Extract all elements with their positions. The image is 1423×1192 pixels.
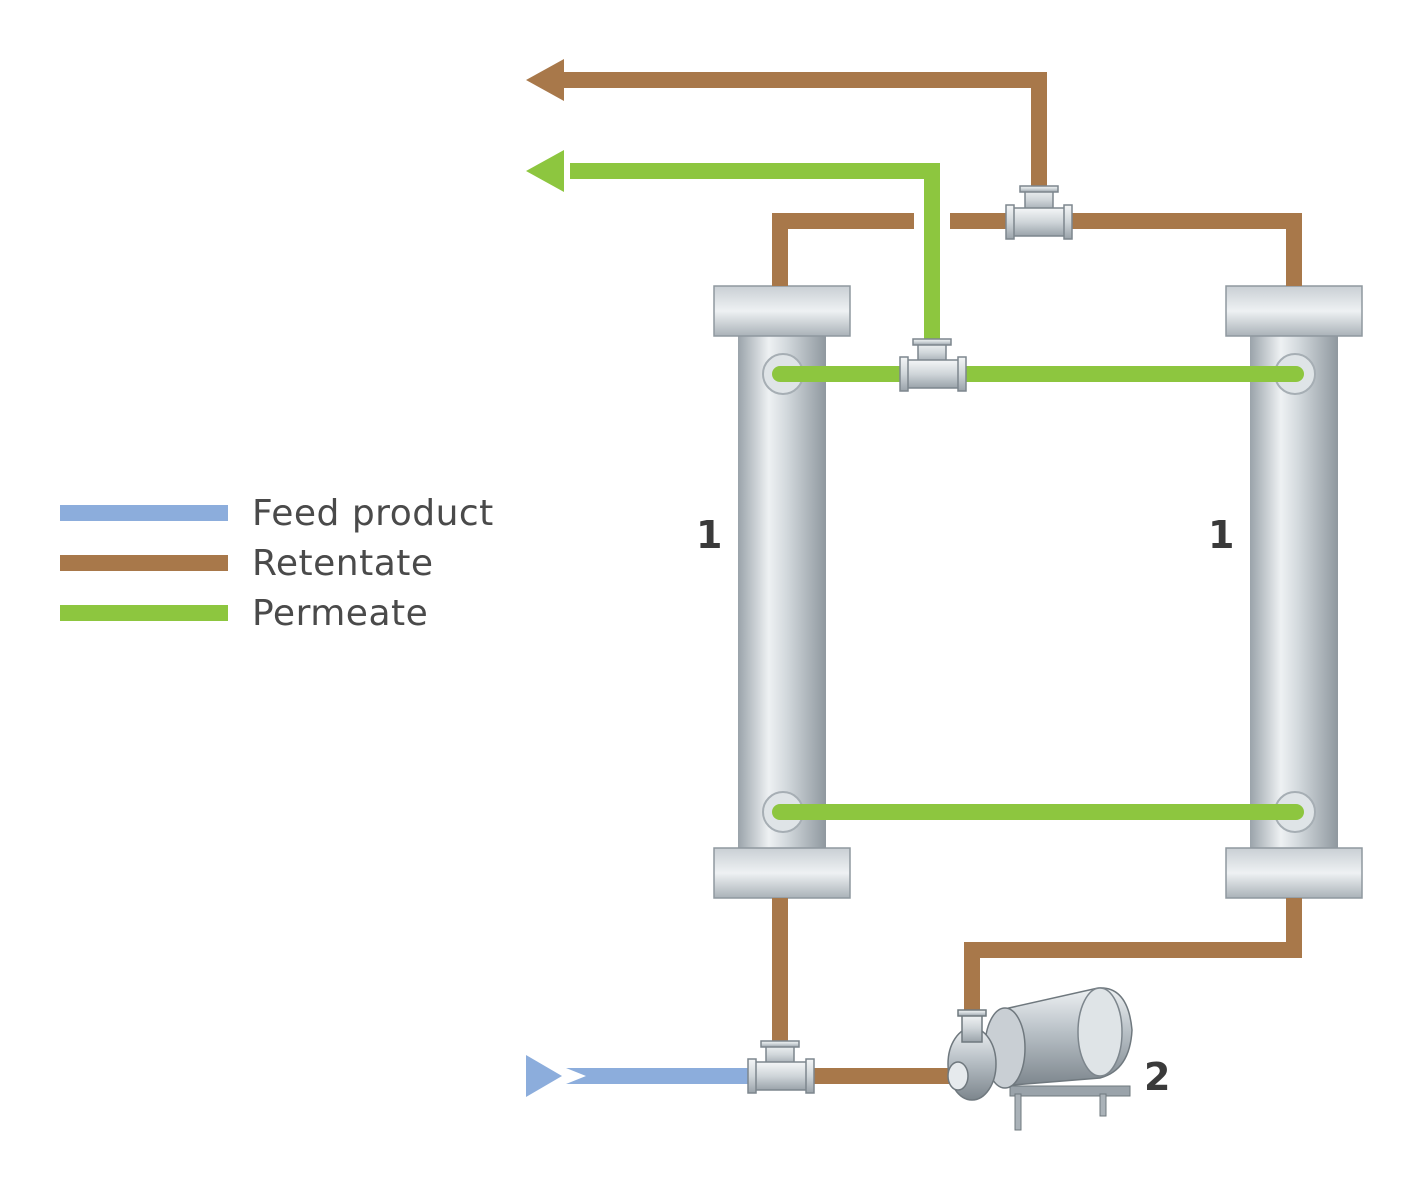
legend-swatch-permeate <box>60 605 228 621</box>
retentate-pump-return-pipe <box>964 898 1302 1020</box>
membrane-module-left <box>713 285 851 899</box>
membrane-right-number: 1 <box>1208 513 1234 557</box>
centrifugal-pump <box>947 987 1133 1131</box>
legend-item-feed: Feed product <box>60 488 494 538</box>
retentate-outlet-arrow <box>526 59 564 101</box>
retentate-top-left-pipe <box>772 213 914 286</box>
legend: Feed product Retentate Permeate <box>60 488 494 638</box>
legend-label-feed: Feed product <box>252 492 494 534</box>
legend-item-permeate: Permeate <box>60 588 494 638</box>
pump-number: 2 <box>1144 1055 1170 1099</box>
tee-fitting-feed <box>747 1040 815 1094</box>
retentate-top-right-pipe <box>950 213 1302 286</box>
legend-label-retentate: Retentate <box>252 542 434 584</box>
legend-label-permeate: Permeate <box>252 592 429 634</box>
tee-fitting-permeate <box>899 338 967 392</box>
membrane-left-number: 1 <box>696 513 722 557</box>
legend-swatch-feed <box>60 505 228 521</box>
permeate-outlet-pipe <box>570 163 940 352</box>
legend-item-retentate: Retentate <box>60 538 494 588</box>
permeate-outlet-arrow <box>526 150 564 192</box>
membrane-module-right <box>1225 285 1363 899</box>
permeate-pipes <box>570 163 1304 820</box>
feed-pipe <box>526 1055 760 1097</box>
legend-swatch-retentate <box>60 555 228 571</box>
feed-inlet-arrow <box>526 1055 562 1097</box>
retentate-outlet-pipe <box>562 72 1047 221</box>
tee-fitting-retentate <box>1005 185 1073 240</box>
